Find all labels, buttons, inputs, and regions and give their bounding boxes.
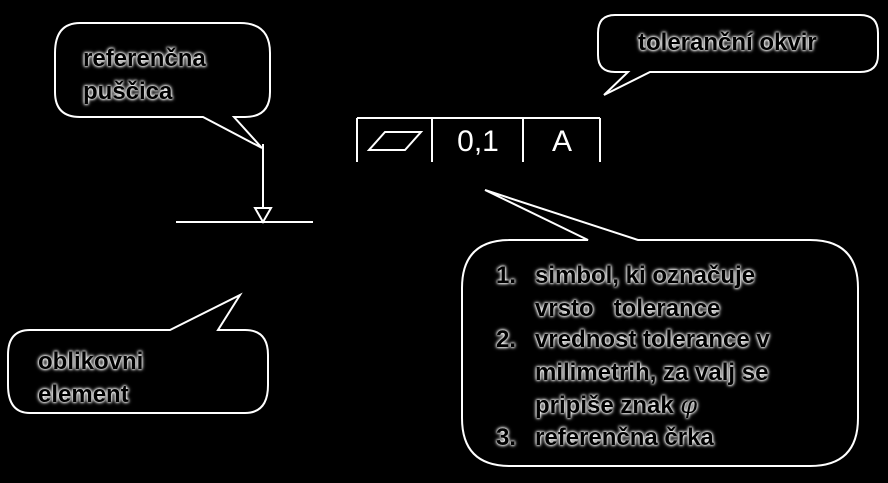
legend-item-3-line1: referenčna črka bbox=[535, 424, 714, 451]
phi-symbol-icon: φ bbox=[680, 391, 698, 419]
legend-item-2-line1: vrednost tolerance v bbox=[535, 326, 770, 353]
legend-item-2-line2: milimetrih, za valj se bbox=[535, 359, 769, 386]
tolerance-value: 0,1 bbox=[457, 125, 499, 158]
feature-element-callout-line2: element bbox=[38, 381, 129, 408]
datum-arrow-callout-bubble bbox=[54, 22, 271, 149]
datum-letter: A bbox=[551, 125, 572, 158]
feature-element-callout-bubble bbox=[7, 292, 269, 414]
datum-arrow-callout-line1: referenčna bbox=[83, 45, 206, 72]
feature-element-callout-label: oblikovni element bbox=[38, 345, 143, 411]
tolerance-frame-callout-bubble bbox=[597, 14, 879, 96]
datum-arrow-callout-label: referenčna puščica bbox=[83, 42, 206, 108]
legend-item-3-number: 3. bbox=[496, 424, 517, 451]
legend-item-2-line3: pripiše znak bbox=[535, 392, 674, 419]
feature-element-callout-line1: oblikovni bbox=[38, 348, 144, 375]
tolerance-value-cell: 0,1 bbox=[434, 124, 522, 160]
tolerance-frame-callout-text: toleranční okvir bbox=[638, 29, 817, 56]
tolerance-frame bbox=[356, 117, 601, 162]
legend-callout-bubble bbox=[461, 189, 859, 467]
datum-arrowhead bbox=[253, 207, 273, 225]
tolerance-frame-callout-label: toleranční okvir bbox=[638, 26, 817, 59]
legend-item-2-line3-wrap: pripiše znak φ bbox=[535, 389, 770, 422]
parallelogram-flatness-icon bbox=[366, 131, 424, 151]
datum-letter-cell: A bbox=[525, 124, 599, 160]
legend-item-1-line2: vrsto tolerance bbox=[535, 295, 721, 322]
legend-item-2-number: 2. bbox=[496, 326, 517, 353]
legend-item-1-number: 1. bbox=[496, 262, 517, 289]
legend-item-1-line1: simbol, ki označuje bbox=[535, 262, 756, 289]
datum-arrow-callout-line2: puščica bbox=[83, 78, 173, 105]
